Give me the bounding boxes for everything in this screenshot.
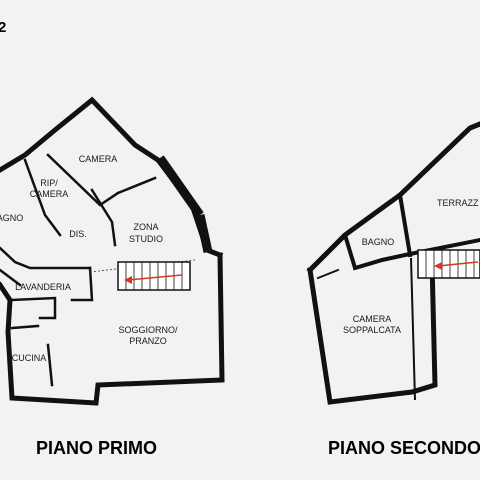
primo-wall-rip — [23, 158, 62, 237]
secondo-outer-wall-south — [307, 259, 438, 405]
piano-primo-plan: CAMERA RIP/ CAMERA AGNO DIS. ZONA STUDIO… — [0, 96, 225, 406]
secondo-wall-right — [410, 257, 416, 401]
room-label-bagno: AGNO — [0, 213, 23, 223]
room-label-soggiorno: SOGGIORNO/ — [118, 325, 178, 335]
secondo-wall-detail — [316, 268, 340, 280]
primo-wall-lavanderia-bottom — [10, 296, 57, 320]
primo-outer-wall-north — [0, 96, 224, 259]
room-label-terrazza: TERRAZZ — [437, 198, 479, 208]
room-label-camera: CAMERA — [79, 154, 118, 164]
piano-secondo-plan: TERRAZZ BAGNO CAMERA SOPPALCATA — [306, 121, 480, 405]
room-label-camera-soppalcata-2: SOPPALCATA — [343, 325, 401, 335]
secondo-outer-wall-north — [306, 121, 480, 274]
secondo-stair — [417, 249, 480, 279]
primo-stair-arrowhead — [124, 276, 132, 284]
primo-wall-lavanderia-right — [70, 266, 94, 302]
primo-wall-cucina-right — [46, 343, 54, 387]
secondo-stair-arrow — [437, 261, 479, 267]
room-label-bagno-2: BAGNO — [362, 237, 395, 247]
room-label-rip-camera: CAMERA — [30, 189, 69, 199]
secondo-stair-arrowhead — [434, 262, 442, 270]
room-label-studio: STUDIO — [129, 234, 163, 244]
primo-outer-wall-south — [0, 252, 225, 406]
room-label-camera-soppalcata-1: CAMERA — [353, 314, 392, 324]
room-label-rip: RIP/ — [40, 178, 58, 188]
floor-title-primo: PIANO PRIMO — [36, 438, 157, 458]
primo-thick-wall-ne — [156, 155, 204, 218]
room-label-cucina: CUCINA — [12, 353, 47, 363]
room-label-dis: DIS. — [69, 229, 87, 239]
primo-wall-camera-2 — [116, 176, 157, 195]
room-label-pranzo: PRANZO — [129, 336, 167, 346]
primo-stair-arrow — [127, 274, 183, 281]
secondo-wall-terrazza — [397, 192, 413, 258]
primo-wall-lavanderia-top — [0, 246, 92, 270]
primo-wall-bagno — [0, 268, 22, 287]
primo-wall-dis — [90, 188, 117, 247]
primo-stair — [117, 261, 191, 291]
room-label-zona: ZONA — [133, 222, 158, 232]
primo-thick-wall-e — [195, 214, 213, 253]
primo-wall-cucina-top — [10, 324, 40, 330]
plan-code: 2 — [0, 19, 6, 36]
floor-title-secondo: PIANO SECONDO — [328, 438, 480, 458]
room-label-lavanderia: LAVANDERIA — [15, 282, 71, 292]
